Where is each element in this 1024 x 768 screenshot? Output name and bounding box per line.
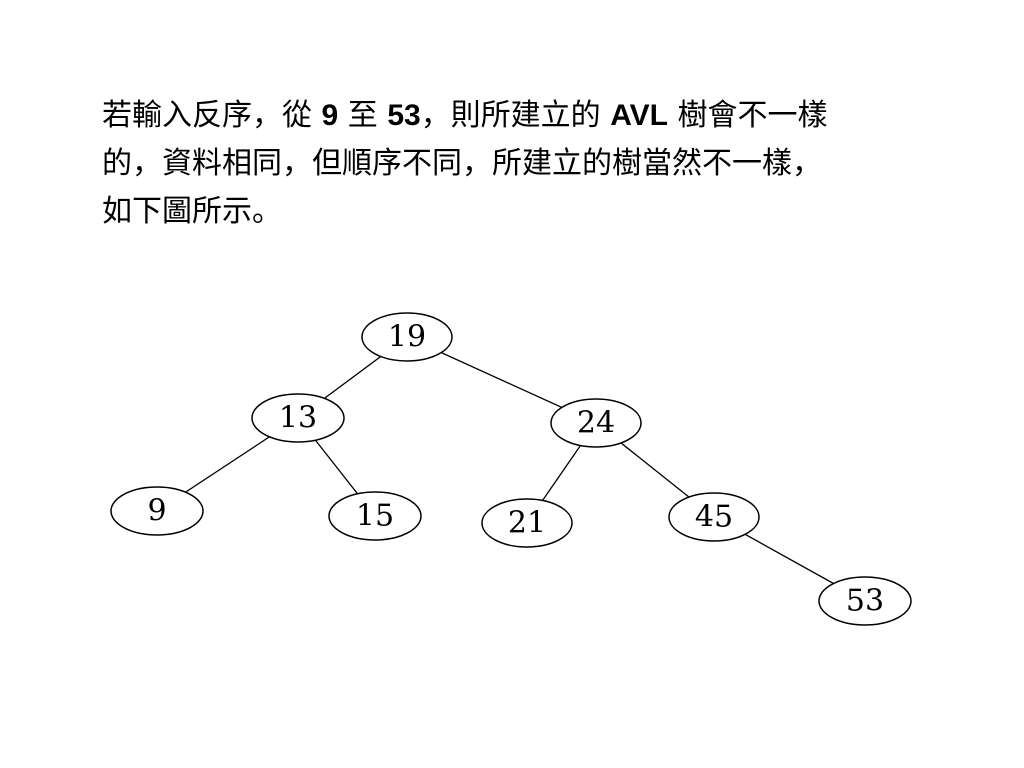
text-segment: 至 (338, 98, 388, 133)
tree-node-label: 45 (695, 500, 733, 535)
tree-node-ellipse (251, 393, 345, 443)
tree-node-ellipse (328, 491, 422, 541)
tree-node-21: 21 (481, 498, 573, 548)
text-number-end: 53 (387, 99, 421, 132)
tree-nodes: 19 13 24 9 15 21 45 53 (110, 312, 912, 626)
tree-edges (156, 336, 866, 602)
tree-node-label: 53 (846, 584, 884, 619)
tree-node-label: 21 (508, 506, 546, 541)
tree-node-ellipse (668, 492, 760, 542)
tree-node-ellipse (818, 576, 912, 626)
text-avl: AVL (610, 99, 669, 132)
tree-node-ellipse (550, 398, 642, 448)
text-number-start: 9 (321, 99, 339, 132)
tree-node-ellipse (361, 312, 453, 362)
tree-node-label: 13 (279, 401, 317, 436)
tree-node-label: 24 (577, 406, 615, 441)
tree-node-45: 45 (668, 492, 760, 542)
tree-node-19: 19 (361, 312, 453, 362)
tree-node-9: 9 (110, 486, 204, 536)
tree-node-53: 53 (818, 576, 912, 626)
tree-node-24: 24 (550, 398, 642, 448)
text-line-2: 的，資料相同，但順序不同，所建立的樹當然不一樣， (102, 146, 822, 181)
text-line-1: 若輸入反序，從 9 至 53，則所建立的 AVL 樹會不一樣 (102, 92, 962, 140)
tree-node-label: 19 (388, 320, 426, 355)
tree-node-13: 13 (251, 393, 345, 443)
text-segment: ，則所建立的 (420, 98, 611, 133)
tree-node-ellipse (481, 498, 573, 548)
tree-node-15: 15 (328, 491, 422, 541)
tree-node-ellipse (110, 486, 204, 536)
tree-node-label: 9 (147, 494, 166, 529)
description-text: 若輸入反序，從 9 至 53，則所建立的 AVL 樹會不一樣 的，資料相同，但順… (102, 92, 962, 236)
text-segment: 若輸入反序，從 (102, 98, 322, 133)
text-line-3: 如下圖所示。 (102, 194, 282, 229)
text-segment: 樹會不一樣 (668, 98, 828, 133)
tree-node-label: 15 (356, 499, 394, 534)
